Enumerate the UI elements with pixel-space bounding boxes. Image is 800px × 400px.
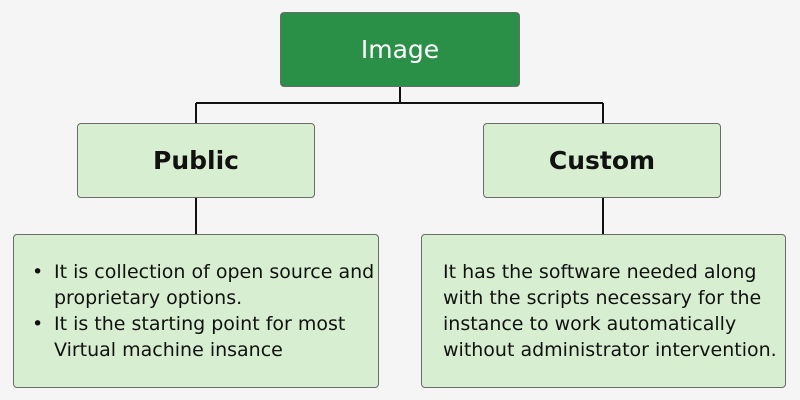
- public-bullet-item: It is collection of open source and prop…: [30, 259, 378, 311]
- branch-node-custom-label: Custom: [548, 146, 656, 175]
- root-node-image: Image: [280, 12, 520, 87]
- custom-description: It has the software needed along with th…: [443, 261, 777, 361]
- branch-node-public: Public: [77, 123, 315, 198]
- branch-node-public-label: Public: [153, 146, 239, 175]
- public-bullet-list: It is collection of open source and prop…: [30, 259, 378, 363]
- custom-details-box: It has the software needed along with th…: [421, 234, 786, 388]
- root-node-label: Image: [360, 35, 440, 64]
- public-bullet-item: It is the starting point for most Virtua…: [30, 311, 378, 363]
- public-details-box: It is collection of open source and prop…: [13, 234, 379, 388]
- branch-node-custom: Custom: [483, 123, 721, 198]
